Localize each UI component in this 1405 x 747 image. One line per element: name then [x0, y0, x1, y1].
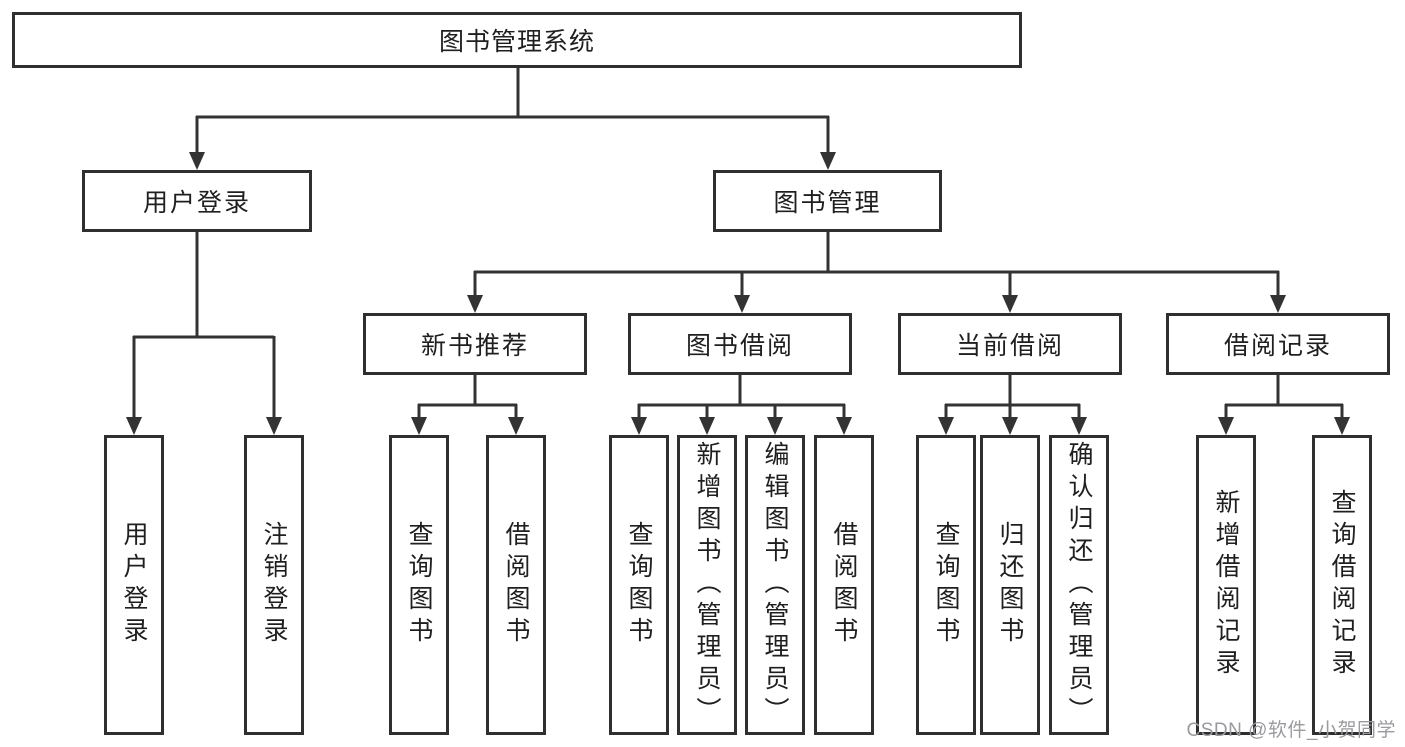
- node-label: 借阅图书: [830, 521, 858, 649]
- node-label: 用户登录: [120, 521, 148, 649]
- node-label: 用户登录: [142, 189, 251, 217]
- node-label: 确认归还（管理员）: [1065, 441, 1093, 729]
- node-label: 当前借阅: [955, 332, 1064, 360]
- connector-current-borrow-split: [938, 375, 1087, 435]
- node-label: 归还图书: [996, 521, 1024, 649]
- node-label: 查询图书: [932, 521, 960, 649]
- node-label: 查询图书: [625, 521, 653, 649]
- node-new-book-recommend: 新书推荐: [363, 313, 587, 375]
- node-label: 新书推荐: [420, 332, 529, 360]
- node-label: 借阅记录: [1223, 332, 1332, 360]
- node-label: 借阅图书: [502, 521, 530, 649]
- node-label: 注销登录: [260, 521, 288, 649]
- node-user-login: 用户登录: [82, 170, 312, 232]
- node-leaf-query-borrow-record: 查询借阅记录: [1312, 435, 1372, 735]
- node-label: 图书管理系统: [438, 28, 595, 56]
- node-leaf-borrow-book-recommend: 借阅图书: [486, 435, 546, 735]
- node-leaf-add-book-admin: 新增图书（管理员）: [677, 435, 737, 735]
- connector-root-split: [189, 68, 836, 170]
- node-leaf-query-book: 查询图书: [609, 435, 669, 735]
- node-leaf-borrow-book: 借阅图书: [814, 435, 874, 735]
- node-label: 查询图书: [405, 521, 433, 649]
- connector-book-management-split: [467, 232, 1286, 313]
- node-leaf-query-book-recommend: 查询图书: [389, 435, 449, 735]
- node-leaf-confirm-return-admin: 确认归还（管理员）: [1049, 435, 1109, 735]
- node-leaf-edit-book-admin: 编辑图书（管理员）: [745, 435, 805, 735]
- node-label: 查询借阅记录: [1328, 489, 1356, 681]
- node-label: 图书借阅: [685, 332, 794, 360]
- node-leaf-query-current: 查询图书: [916, 435, 976, 735]
- node-label: 图书管理: [773, 189, 882, 217]
- node-book-borrow: 图书借阅: [628, 313, 852, 375]
- connector-book-borrow-split: [631, 375, 852, 435]
- node-leaf-add-borrow-record: 新增借阅记录: [1196, 435, 1256, 735]
- node-library-management-system: 图书管理系统: [12, 12, 1022, 68]
- node-leaf-user-login: 用户登录: [104, 435, 164, 735]
- csdn-watermark: CSDN @软件_小贺同学: [1186, 720, 1396, 741]
- node-leaf-return-book: 归还图书: [980, 435, 1040, 735]
- node-current-borrow: 当前借阅: [898, 313, 1122, 375]
- node-label: 新增借阅记录: [1212, 489, 1240, 681]
- node-leaf-logout: 注销登录: [244, 435, 304, 735]
- node-book-management: 图书管理: [713, 170, 942, 232]
- connector-user-login-split: [126, 232, 282, 435]
- node-borrow-record: 借阅记录: [1166, 313, 1390, 375]
- connector-borrow-record-split: [1218, 375, 1350, 435]
- node-label: 编辑图书（管理员）: [761, 441, 789, 729]
- connector-new-book-split: [411, 375, 524, 435]
- node-label: 新增图书（管理员）: [693, 441, 721, 729]
